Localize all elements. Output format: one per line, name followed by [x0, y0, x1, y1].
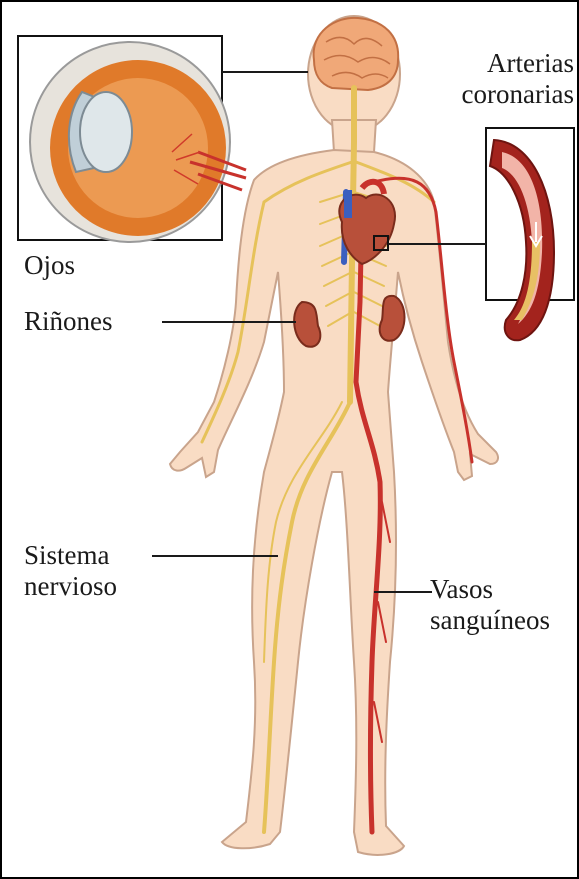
brain [314, 18, 399, 90]
label-kidneys: Riñones [24, 306, 113, 337]
label-vessels-line1: Vasos [430, 574, 550, 605]
label-coronary-line2: coronarias [442, 79, 574, 110]
eye-inset [18, 36, 246, 242]
label-nervous-line1: Sistema [24, 540, 117, 571]
label-blood-vessels: Vasos sanguíneos [430, 574, 550, 636]
label-coronary-arteries: Arterias coronarias [442, 48, 574, 110]
label-coronary-line1: Arterias [442, 48, 574, 79]
coronary-artery-inset [486, 128, 574, 340]
label-vessels-line2: sanguíneos [430, 605, 550, 636]
label-nervous-line2: nervioso [24, 571, 117, 602]
label-eyes: Ojos [24, 250, 75, 281]
label-nervous-system: Sistema nervioso [24, 540, 117, 602]
